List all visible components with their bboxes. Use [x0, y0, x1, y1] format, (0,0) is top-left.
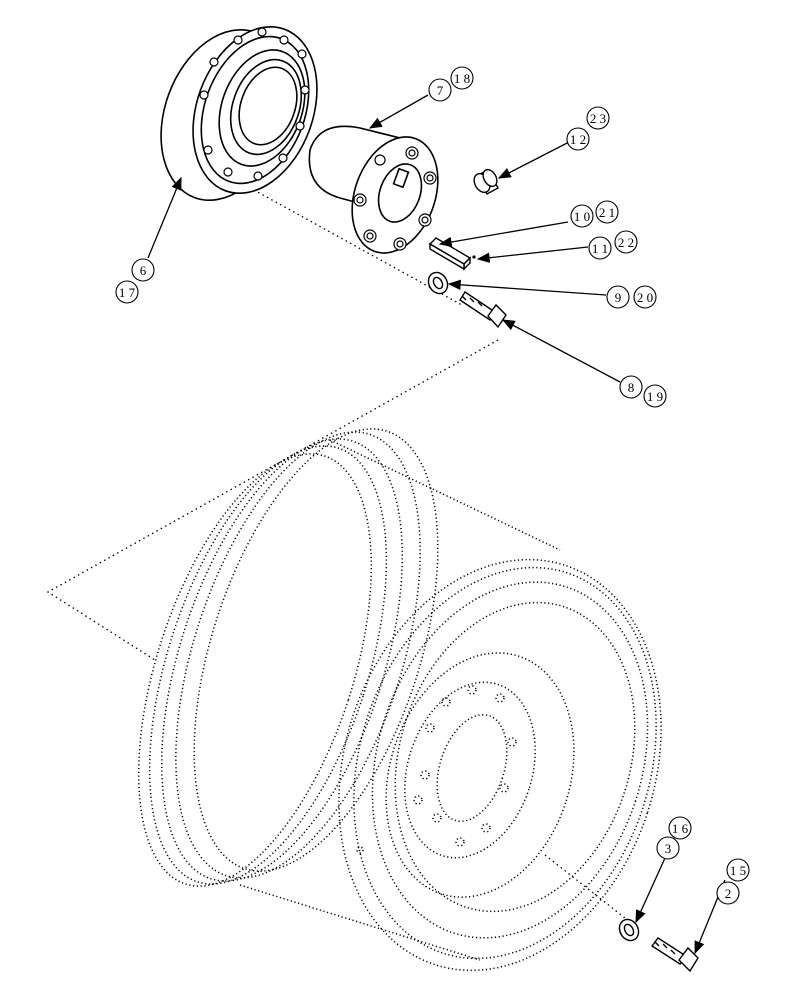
assembly-dotted-lines [46, 184, 626, 919]
callout-3: 3 [665, 841, 672, 856]
callout-2: 2 [725, 886, 732, 901]
wheel-phantom [137, 428, 662, 972]
bushing [473, 168, 499, 195]
callout-15: 1 5 [730, 863, 746, 878]
set-screw [472, 255, 476, 259]
callout-8: 8 [628, 380, 635, 395]
callout-12: 1 2 [570, 132, 586, 147]
callout-16: 1 6 [672, 821, 689, 836]
hub-body [308, 125, 439, 254]
hub-flange [160, 25, 318, 202]
callout-6: 6 [140, 263, 147, 278]
washer-lower [618, 918, 640, 942]
callout-10: 1 0 [574, 209, 590, 224]
callout-17: 1 7 [119, 285, 136, 300]
bolt-upper [459, 291, 507, 329]
callout-11: 1 1 [592, 241, 608, 256]
callout-18: 1 8 [454, 71, 470, 86]
callout-23: 2 3 [590, 111, 606, 126]
bolt-lower [650, 937, 699, 973]
callout-labels: 6 1 7 7 1 8 2 3 1 2 1 0 2 1 1 1 2 2 9 2 … [119, 71, 746, 901]
callout-9: 9 [615, 290, 622, 305]
leader-lines [147, 94, 726, 955]
callout-7: 7 [437, 83, 444, 98]
callout-21: 2 1 [599, 205, 615, 220]
washer-upper [427, 271, 449, 295]
callout-circles [115, 66, 750, 905]
callout-22: 2 2 [618, 235, 634, 250]
callout-19: 1 9 [647, 389, 663, 404]
callout-20: 2 0 [637, 290, 653, 305]
